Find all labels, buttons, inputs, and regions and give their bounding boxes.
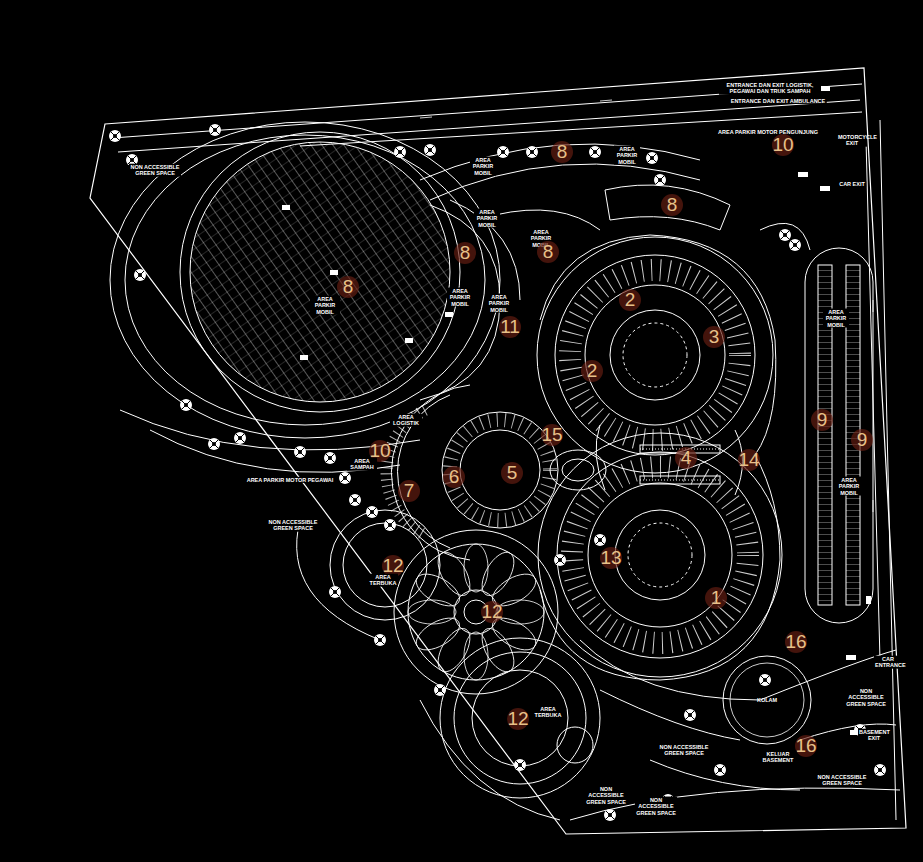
area-label: AREA PARKIR MOTOR PEGAWAI: [246, 477, 335, 483]
callout-number: 15: [541, 424, 563, 446]
area-label: CAR EXIT: [838, 181, 866, 187]
callout-number: 16: [785, 631, 807, 653]
callout-number: 7: [398, 480, 420, 502]
callout-number: 16: [795, 735, 817, 757]
callout-number: 10: [772, 134, 794, 156]
area-label: AREA PARKIR MOBIL: [486, 294, 512, 313]
area-label: NON ACCESSIBLE GREEN SPACE: [585, 786, 627, 805]
area-label: AREA PARKIR MOBIL: [310, 296, 340, 315]
area-label: AREA PARKIR MOBIL: [823, 309, 849, 328]
area-label: AREA PARKIR MOBIL: [836, 477, 862, 496]
callout-number: 8: [661, 194, 683, 216]
callout-number: 6: [443, 466, 465, 488]
area-label: AREA PARKIR MOTOR PENGUNJUNG: [717, 129, 819, 135]
area-label: AREA TERBUKA: [368, 574, 398, 587]
callout-number: 12: [507, 708, 529, 730]
callout-number: 5: [501, 462, 523, 484]
callout-number: 8: [454, 242, 476, 264]
callout-number: 2: [581, 360, 603, 382]
car-symbols: [282, 86, 871, 735]
area-label: NON ACCESSIBLE GREEN SPACE: [816, 774, 868, 787]
area-label: AREA PARKIR MOBIL: [470, 157, 496, 176]
callout-number: 9: [811, 409, 833, 431]
area-label: CAR ENTRANCE: [874, 656, 902, 669]
area-label: NON ACCESSIBLE GREEN SPACE: [843, 688, 890, 707]
pond-label: KOLAM: [757, 697, 777, 703]
area-label: NON ACCESSIBLE GREEN SPACE: [267, 519, 319, 532]
area-label: AREA LOGISTIK: [390, 414, 422, 427]
callout-number: 11: [499, 316, 521, 338]
area-label: BASEMENT EXIT: [858, 729, 890, 742]
callout-number: 13: [600, 547, 622, 569]
tree-symbols: [109, 124, 886, 821]
callout-number: 8: [537, 241, 559, 263]
callout-number: 8: [551, 141, 573, 163]
pond-circle: KOLAM: [722, 655, 812, 745]
callout-number: 3: [703, 326, 725, 348]
area-label: AREA SAMPAH: [347, 458, 377, 471]
callout-number: 9: [851, 429, 873, 451]
area-label: NON ACCESSIBLE GREEN SPACE: [129, 164, 181, 177]
callout-number: 14: [738, 449, 760, 471]
area-label: KELUAR BASEMENT: [760, 751, 797, 764]
callout-number: 4: [675, 447, 697, 469]
area-label: NON ACCESSIBLE GREEN SPACE: [658, 744, 710, 757]
callout-number: 12: [481, 601, 503, 623]
callout-number: 2: [619, 289, 641, 311]
callout-number: 8: [337, 276, 359, 298]
area-label: AREA PARKIR MOBIL: [474, 209, 500, 228]
area-label: MOTORCYCLE EXIT: [837, 134, 867, 147]
area-label: NON ACCESSIBLE GREEN SPACE: [635, 797, 677, 816]
area-label: ENTRANCE DAN EXIT AMBULANCE: [730, 98, 827, 104]
site-linework: [90, 68, 906, 834]
area-label: ENTRANCE DAN EXIT LOGISTIK, PEGAWAI DAN …: [719, 82, 821, 95]
callout-number: 1: [705, 587, 727, 609]
area-label: AREA PARKIR MOBIL: [614, 146, 640, 165]
area-label: AREA PARKIR MOBIL: [447, 288, 473, 307]
area-label: AREA TERBUKA: [533, 706, 563, 719]
